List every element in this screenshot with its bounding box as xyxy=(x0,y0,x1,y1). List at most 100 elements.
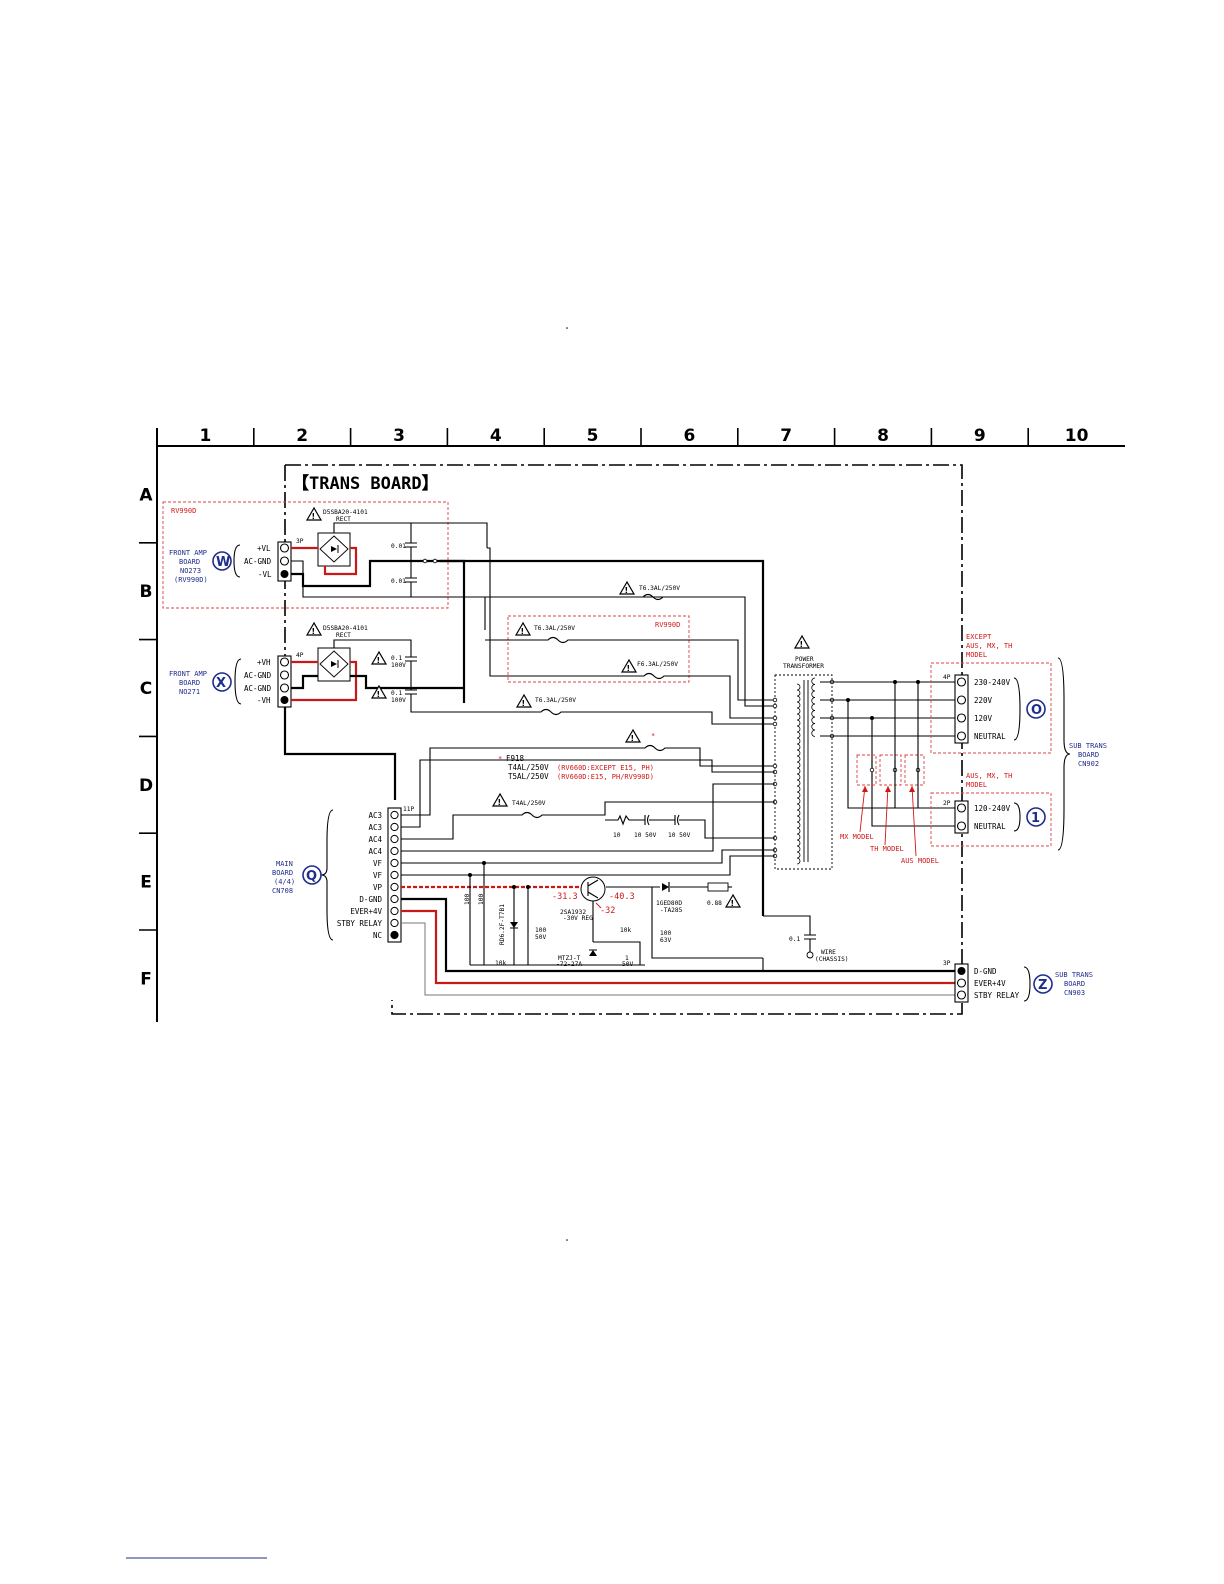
q-pin-label: D-GND xyxy=(359,895,382,904)
reg-network-verticals xyxy=(469,863,529,965)
sub-trans-line-2: BOARD xyxy=(1078,751,1099,759)
wire-fuse4 xyxy=(411,708,775,725)
q-pin xyxy=(390,846,399,856)
chassis-wire-2: (CHASSIS) xyxy=(815,956,849,963)
cap-c1: 0.01 xyxy=(391,543,406,550)
wire-ac3b xyxy=(401,759,775,828)
q-pin-label: STBY RELAY xyxy=(337,919,383,928)
wire-ac4a xyxy=(401,801,775,840)
o-pin-2 xyxy=(956,695,967,705)
one-pin-label-1: 120-240V xyxy=(974,804,1011,813)
o-pin-4 xyxy=(956,731,967,741)
q-pin xyxy=(390,810,399,820)
except-note-3: MODEL xyxy=(966,651,987,659)
wire-fuse2 xyxy=(485,636,775,701)
o-connector-label: 4P xyxy=(943,674,951,681)
one-pin-1 xyxy=(956,803,967,813)
wire-stby xyxy=(401,922,955,996)
q-line-2: BOARD xyxy=(272,869,293,877)
z-circle-letter: Z xyxy=(1038,978,1047,993)
diode-label-2: -TA285 xyxy=(660,907,683,914)
o-pin-label-1: 230-240V xyxy=(974,678,1011,687)
rv990d-box-label: RV990D xyxy=(171,507,196,515)
page-mark-top xyxy=(566,327,568,329)
f918-star: * xyxy=(498,755,502,763)
q-pin-label: AC3 xyxy=(368,811,382,820)
grid-column-label: 9 xyxy=(974,426,986,446)
o-pin-label-2: 220V xyxy=(974,696,993,705)
q-pin-label: AC4 xyxy=(368,847,382,856)
transistor-label-1: 2SA1932 xyxy=(560,909,586,916)
q-pin-label: VF xyxy=(373,859,383,868)
grid-row-label: C xyxy=(140,679,152,699)
warning-icon: ! xyxy=(724,893,742,908)
f918-line1-red: (RV660D:EXCEPT E15, PH) xyxy=(557,764,654,772)
r100b: 100 xyxy=(478,894,485,905)
warning-icon: ! xyxy=(620,658,638,673)
w-pin-2 xyxy=(279,556,290,566)
z-connector-label: 3P xyxy=(943,960,951,967)
fuse-3-label: F6.3AL/250V xyxy=(637,661,678,668)
grid-column-label: 4 xyxy=(490,426,502,446)
cap-c4-volt: 100V xyxy=(391,697,406,704)
svg-text:!: ! xyxy=(800,640,804,649)
wire-thick-right xyxy=(440,559,765,916)
aus-switch-box xyxy=(904,754,925,786)
chassis-cap-label: 0.1 xyxy=(789,936,800,943)
c1-50-b: 50V xyxy=(622,961,633,968)
chassis-wire-1: WIRE xyxy=(821,949,836,956)
z-pin-label-2: EVER+4V xyxy=(974,979,1006,988)
svg-text:!: ! xyxy=(377,656,381,665)
grid-frame xyxy=(139,428,1125,1022)
model-label-th: TH MODEL xyxy=(870,845,904,853)
wire-f918 xyxy=(429,744,775,767)
z-brace xyxy=(1023,966,1031,1002)
rectifier-1-part: D5SBA20-4101 xyxy=(323,509,368,516)
reg-bottom xyxy=(470,941,645,966)
o-pin-1 xyxy=(956,677,967,687)
rectifier-1 xyxy=(317,532,351,567)
rectifier-2-part: D5SBA20-4101 xyxy=(323,625,368,632)
rectifier-1-type: RECT xyxy=(336,516,351,523)
model-label-mx: MX MODEL xyxy=(840,833,874,841)
grid-column-label: 1 xyxy=(199,426,211,446)
grid-column-label: 3 xyxy=(393,426,405,446)
transformer-box xyxy=(774,674,833,870)
z-pin-2 xyxy=(956,978,967,988)
o-circle xyxy=(1026,699,1046,719)
f918-asterisk: * xyxy=(651,732,655,740)
grid-row-label: F xyxy=(140,969,152,989)
ac4-c1: 10 50V xyxy=(634,832,657,839)
cap-c3: 0.1 xyxy=(391,655,402,662)
r10k-2: 10k xyxy=(620,927,631,934)
w-connector-label: 3P xyxy=(296,538,304,545)
w-line-2: BOARD xyxy=(179,558,200,566)
f918-line2-red: (RV660D:E15, PH/RV990D) xyxy=(557,773,654,781)
z-line-1: SUB TRANS xyxy=(1055,971,1093,979)
o-circle-letter: O xyxy=(1031,703,1042,718)
wire-ever4v xyxy=(401,909,955,985)
z-line-2: BOARD xyxy=(1064,980,1085,988)
wire-fuse3 xyxy=(487,547,775,719)
reg-right xyxy=(651,887,763,959)
aus-box xyxy=(930,792,1052,847)
warning-icon: ! xyxy=(370,684,388,699)
except-note-2: AUS, MX, TH xyxy=(966,642,1012,650)
w-circle xyxy=(212,551,232,571)
wire-ac4b xyxy=(401,783,775,852)
zener-label-1: MTZJ-T xyxy=(558,955,581,962)
one-connector-label: 2P xyxy=(943,800,951,807)
th-switch-box xyxy=(879,754,902,786)
warning-icon: ! xyxy=(624,728,642,743)
q-circle-letter: Q xyxy=(306,869,317,884)
x-line-2: BOARD xyxy=(179,679,200,687)
reg-v1: -31.3 xyxy=(552,892,578,902)
except-note-1: EXCEPT xyxy=(966,633,992,641)
q-pin-label: VF xyxy=(373,871,383,880)
transformer-secondary xyxy=(811,677,835,739)
c100-50-a: 100 xyxy=(535,927,546,934)
chassis-cap xyxy=(763,915,816,952)
fuse-2-label: T6.3AL/250V xyxy=(534,625,575,632)
x-pin-label-2: AC-GND xyxy=(244,671,272,680)
